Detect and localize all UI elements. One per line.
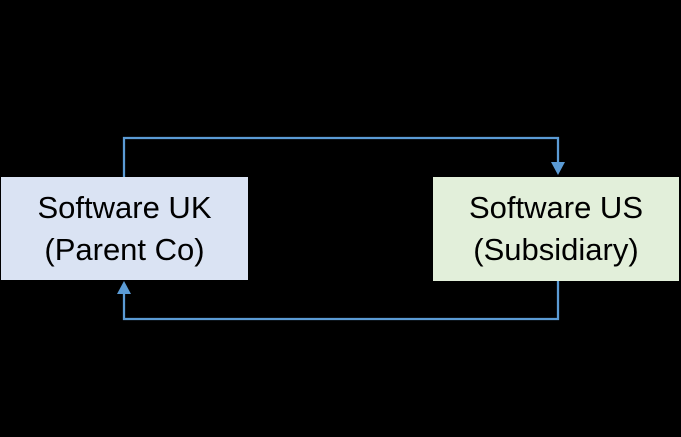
arrowhead-down-icon xyxy=(551,162,565,175)
node-software-us-subtitle: (Subsidiary) xyxy=(473,232,639,267)
node-software-us: Software US (Subsidiary) xyxy=(433,177,679,281)
uk-to-us-connector-line xyxy=(122,136,560,177)
node-software-uk-subtitle: (Parent Co) xyxy=(44,231,205,267)
arrowhead-up-icon xyxy=(117,281,131,294)
node-software-us-title: Software US xyxy=(468,190,643,226)
us-to-uk-connector-line xyxy=(122,281,560,321)
node-software-uk: Software UK (Parent Co) xyxy=(1,177,248,280)
node-software-uk-title: Software UK xyxy=(37,189,212,225)
